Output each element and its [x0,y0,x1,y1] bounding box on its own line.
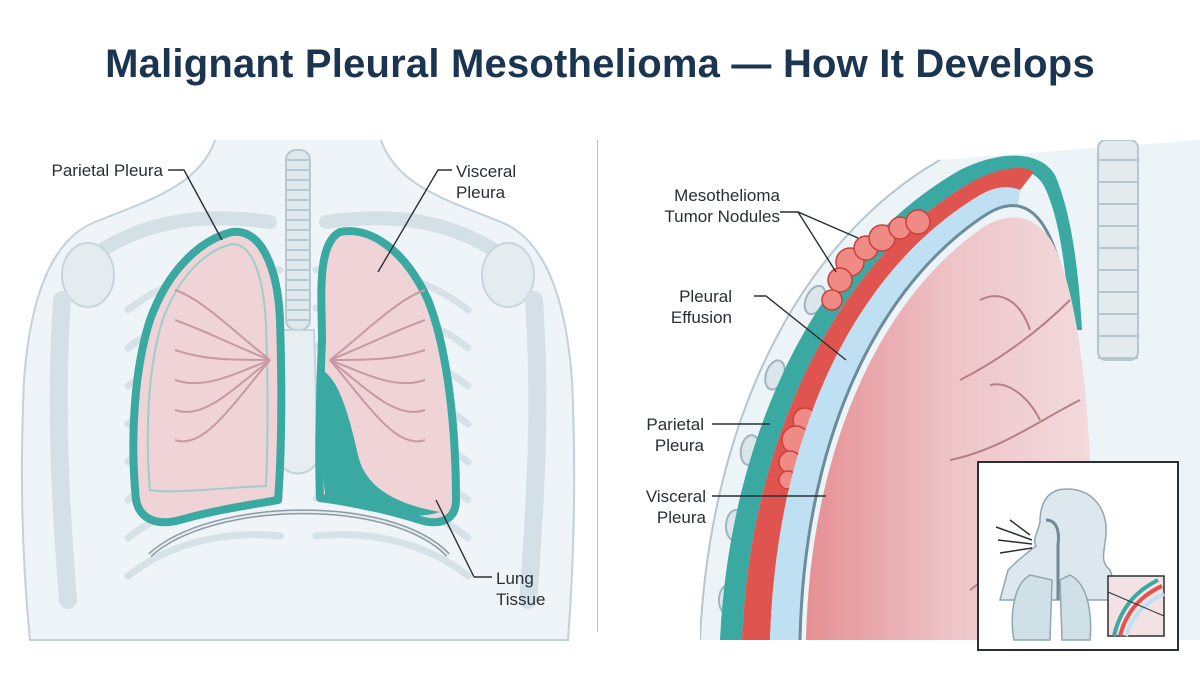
airway-icon [1045,518,1060,600]
pleural-fluid-region [320,370,440,516]
human-head-profile-icon [999,488,1122,601]
label-parietal-pleura-right: Parietal Pleura [646,415,704,455]
label-tumor-nodules: Mesothelioma Tumor Nodules [664,186,780,226]
right-shoulder-joint [481,242,535,308]
pleural-effusion-layer [770,187,1020,640]
lungs-mini [1011,574,1092,641]
rib [124,531,284,580]
right-leader-lines [712,211,859,497]
label-visceral-pleura-right: Visceral Pleura [645,487,706,527]
tumor-layer [742,168,1034,640]
label-pleural-effusion: Pleural Effusion [670,287,732,327]
left-clavicle [98,211,277,255]
chest-lungs-illustration [21,139,576,641]
panel-divider [597,140,598,632]
visceral-pleura-line [798,204,1068,640]
rib [312,531,472,580]
right-clavicle [319,211,498,255]
inhaled-particles-icon [995,519,1033,554]
label-visceral-pleura-left: Visceral Pleura [456,162,517,202]
page-title: Malignant Pleural Mesothelioma — How It … [105,42,1095,86]
spine [1097,140,1139,361]
pleura-closeup-illustration [700,140,1200,651]
left-shoulder-joint [61,242,115,308]
trachea [285,149,311,331]
left-leader-lines [168,169,492,578]
parietal-pleura-band [720,155,1082,640]
left-lung [129,227,286,527]
inset-panel [977,461,1179,651]
right-lung [315,227,460,527]
label-parietal-pleura-left: Parietal Pleura [51,161,163,180]
pleura-closeup-icon [1107,575,1165,637]
label-lung-tissue: Lung Tissue [496,569,546,609]
